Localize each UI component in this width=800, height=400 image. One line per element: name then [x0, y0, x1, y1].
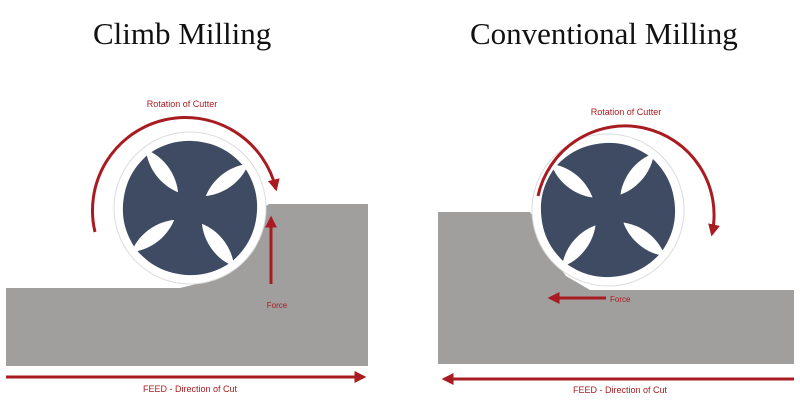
- left-feed-label: FEED - Direction of Cut: [143, 384, 238, 394]
- right-rotation-arrow: [536, 124, 720, 237]
- right-feed-label: FEED - Direction of Cut: [573, 385, 668, 395]
- left-rotation-arrow: [91, 116, 280, 233]
- right-force-label: Force: [610, 295, 631, 304]
- left-force-label: Force: [267, 301, 288, 310]
- climb-milling-panel: Rotation of Cutter Force FEED - Directio…: [6, 99, 368, 394]
- left-workpiece: [6, 204, 368, 366]
- right-workpiece: [438, 212, 794, 364]
- right-rotation-label: Rotation of Cutter: [591, 107, 662, 117]
- climb-milling-title: Climb Milling: [93, 16, 272, 51]
- conventional-milling-title: Conventional Milling: [470, 16, 738, 51]
- left-rotation-label: Rotation of Cutter: [147, 99, 218, 109]
- right-cutter: [531, 133, 685, 287]
- conventional-milling-panel: Rotation of Cutter Force FEED - Directio…: [438, 107, 794, 395]
